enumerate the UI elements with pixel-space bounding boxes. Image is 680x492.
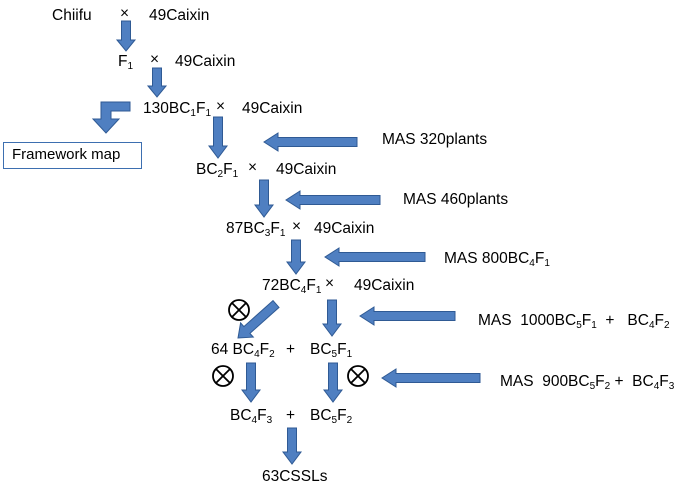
mas-label-800: MAS 800BC4F1 xyxy=(444,250,550,269)
cross-symbol: × xyxy=(325,275,335,292)
selfing-icon xyxy=(212,365,234,387)
cross-symbol: × xyxy=(216,98,226,115)
gen-87bc3f1: 87BC3F1 xyxy=(226,220,286,239)
gen-chiifu: Chiifu xyxy=(52,7,92,24)
cross-symbol: × xyxy=(248,159,258,176)
down-arrow xyxy=(322,299,342,337)
gen-72bc4f1: 72BC4F1 xyxy=(262,277,322,296)
mas-label-320: MAS 320plants xyxy=(382,131,488,148)
parent-49caixin: 49Caixin xyxy=(149,7,210,24)
down-arrow xyxy=(323,362,343,403)
parent-49caixin: 49Caixin xyxy=(314,220,375,237)
gen-f1: F1 xyxy=(118,53,134,72)
mas-arrow xyxy=(324,247,426,267)
selfing-icon xyxy=(347,365,369,387)
gen-bc4f3: BC4F3 xyxy=(230,407,273,426)
selfing-icon xyxy=(228,299,250,321)
plus-symbol: + xyxy=(286,341,296,358)
parent-49caixin: 49Caixin xyxy=(354,277,415,294)
down-arrow xyxy=(208,116,228,159)
down-arrow xyxy=(254,179,274,218)
gen-64bc4f2: 64 BC4F2 xyxy=(211,341,275,360)
parent-49caixin: 49Caixin xyxy=(175,53,236,70)
parent-49caixin: 49Caixin xyxy=(276,161,337,178)
mas-arrow xyxy=(381,368,481,388)
gen-bc5f2: BC5F2 xyxy=(310,407,353,426)
down-arrow xyxy=(282,427,302,465)
down-arrow xyxy=(115,20,137,52)
framework-arrow xyxy=(91,101,131,134)
gen-130bc1f1: 130BC1F1 xyxy=(143,100,211,119)
gen-bc2f1: BC2F1 xyxy=(196,161,239,180)
mas-arrow xyxy=(285,190,381,210)
cross-symbol: × xyxy=(150,51,160,68)
gen-63cssls: 63CSSLs xyxy=(262,468,328,485)
mas-arrow xyxy=(359,306,456,326)
down-arrow xyxy=(286,239,306,275)
parent-49caixin: 49Caixin xyxy=(242,100,303,117)
diagonal-arrow xyxy=(237,299,280,339)
framework-map-box: Framework map xyxy=(3,142,142,169)
plus-symbol: + xyxy=(286,407,296,424)
cross-symbol: × xyxy=(120,5,130,22)
down-arrow xyxy=(146,67,168,98)
cross-symbol: × xyxy=(292,218,302,235)
mas-arrow xyxy=(263,132,358,152)
mas-label-460: MAS 460plants xyxy=(403,191,509,208)
down-arrow xyxy=(241,362,261,403)
mas-label-900: MAS 900BC5F2 + BC4F3 xyxy=(500,373,675,392)
gen-bc5f1: BC5F1 xyxy=(310,341,353,360)
mas-label-1000: MAS 1000BC5F1 + BC4F2 xyxy=(478,312,670,331)
